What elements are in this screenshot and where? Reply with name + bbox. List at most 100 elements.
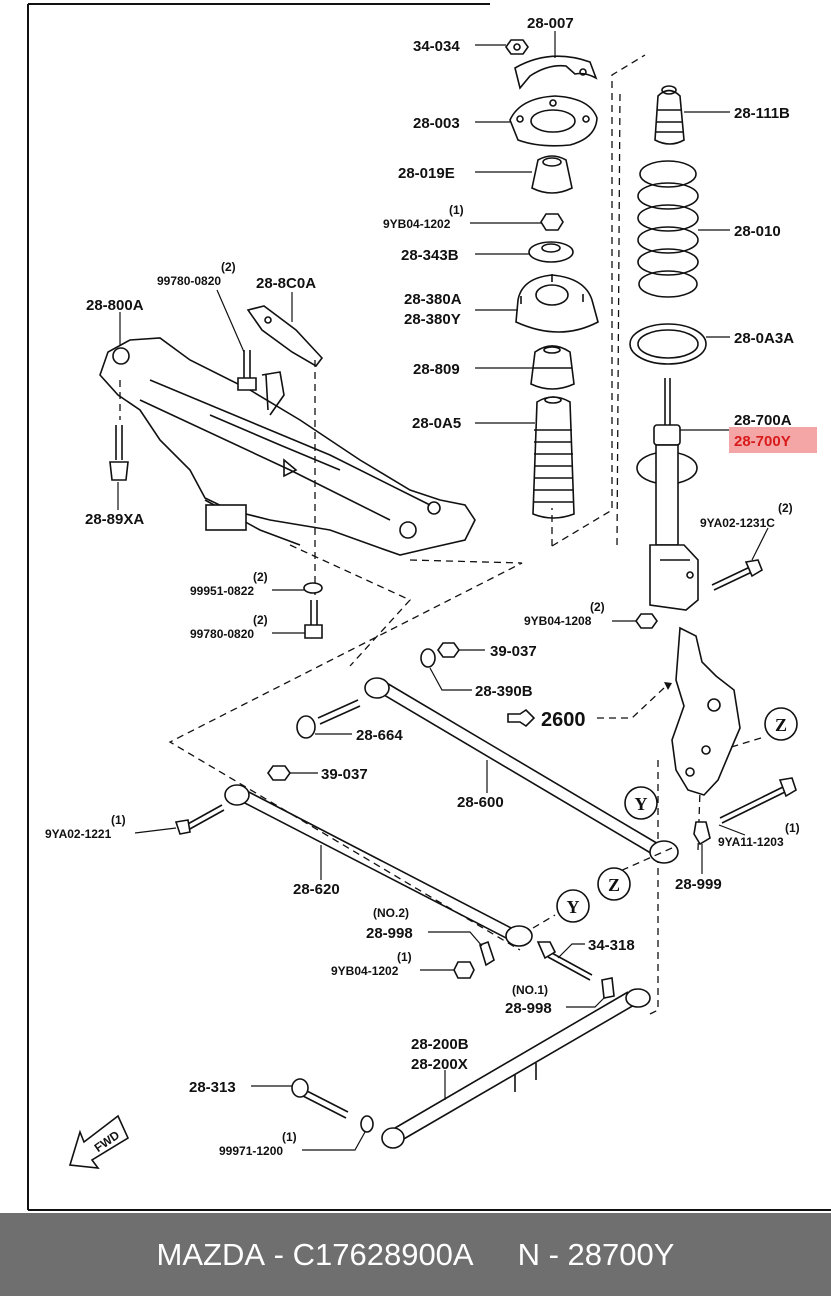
- link-28-600: [364, 677, 679, 864]
- bolt-28-89XA: [109, 425, 129, 481]
- dust-boot-28-0A5: [532, 396, 575, 519]
- footer-ref-prefix: N -: [517, 1236, 568, 1272]
- label-9YB04-1202-upper: 9YB04-1202: [383, 217, 451, 231]
- footer-separator: -: [265, 1236, 293, 1272]
- mount-28-380A: [515, 274, 599, 333]
- label-28-019E: 28-019E: [398, 165, 455, 182]
- label-9YB04-1208: 9YB04-1208: [524, 614, 592, 628]
- upper-mount-plate-28-007: [514, 55, 598, 90]
- qty-9YB04-1202-upper: (1): [449, 203, 464, 217]
- label-39-037-lower: 39-037: [321, 766, 368, 783]
- qty-9YA11-1203: (1): [785, 821, 800, 835]
- bolt-28-664: [296, 699, 361, 739]
- callout-y-lower: Y: [556, 889, 590, 923]
- plate-28-003: [509, 95, 598, 147]
- bolt-9YA02-1221: [174, 804, 225, 835]
- nut-39-037-upper: [437, 642, 460, 658]
- label-no2: (NO.2): [373, 906, 409, 920]
- label-99780-0820-bottom: 99780-0820: [190, 627, 254, 641]
- bushing-28-019E: [531, 155, 573, 194]
- label-28-8C0A: 28-8C0A: [256, 275, 316, 292]
- label-99780-0820-top: 99780-0820: [157, 274, 221, 288]
- label-28-111B: 28-111B: [734, 105, 790, 122]
- label-28-0A5: 28-0A5: [412, 415, 461, 432]
- label-28-600: 28-600: [457, 794, 504, 811]
- bolt-99780-0820-bottom: [304, 600, 323, 639]
- nut-9YB04-1202-upper: [540, 213, 564, 231]
- label-28-999: 28-999: [675, 876, 722, 893]
- washer-99971-1200: [360, 1115, 374, 1133]
- qty-99780-0820-top: (2): [221, 260, 236, 274]
- label-99971-1200: 99971-1200: [219, 1144, 283, 1158]
- bolt-34-318: [536, 941, 593, 981]
- bump-rubber-28-111B: [654, 85, 685, 145]
- label-9YB04-1202-lower: 9YB04-1202: [331, 964, 399, 978]
- fwd-arrow: FWD: [68, 1114, 130, 1169]
- circle-z-lower-label: Z: [608, 875, 620, 895]
- qty-99971-1200: (1): [282, 1130, 297, 1144]
- shock-absorber-28-700Y: [636, 378, 699, 611]
- label-28-380A: 28-380A: [404, 291, 462, 308]
- bushing-28-998-no2: [479, 940, 495, 967]
- callout-z-lower: Z: [597, 867, 631, 901]
- nut-9YB04-1202-lower: [453, 961, 475, 979]
- nut-34-034: [505, 39, 529, 55]
- bushing-28-390B: [420, 648, 436, 668]
- label-28-998-no1: 28-998: [505, 1000, 552, 1017]
- label-28-380Y: 28-380Y: [404, 311, 461, 328]
- qty-99780-0820-bottom: (2): [253, 613, 268, 627]
- label-2600: 2600: [541, 709, 586, 731]
- bushing-28-999: [693, 821, 711, 846]
- circle-y-upper-label: Y: [635, 794, 648, 814]
- highlight-28-700Y: [729, 427, 817, 453]
- bushing-28-998-no1: [601, 977, 615, 999]
- label-99951-0822: 99951-0822: [190, 584, 254, 598]
- qty-9YB04-1202-lower: (1): [397, 950, 412, 964]
- qty-9YA02-1221: (1): [111, 813, 126, 827]
- washer-99951-0822: [303, 582, 323, 594]
- label-9YA02-1231C: 9YA02-1231C: [700, 516, 775, 530]
- label-28-809: 28-809: [413, 361, 460, 378]
- label-28-010: 28-010: [734, 223, 781, 240]
- bracket-28-8C0A: [246, 305, 324, 368]
- nut-9YB04-1208: [635, 613, 658, 629]
- bolt-9YA11-1203: [719, 777, 797, 824]
- label-28-700Y-highlighted: 28-700Y: [734, 433, 791, 450]
- label-28-003: 28-003: [413, 115, 460, 132]
- label-28-664: 28-664: [356, 727, 403, 744]
- label-34-034: 34-034: [413, 38, 460, 55]
- label-28-998-no2: 28-998: [366, 925, 413, 942]
- qty-99951-0822: (2): [253, 570, 268, 584]
- bolt-99780-0820-top: [237, 350, 257, 391]
- label-34-318: 34-318: [588, 937, 635, 954]
- qty-9YA02-1231C: (2): [778, 501, 793, 515]
- circle-z-upper-label: Z: [775, 715, 787, 735]
- label-9YA02-1221: 9YA02-1221: [45, 827, 112, 841]
- label-28-200B: 28-200B: [411, 1036, 469, 1053]
- callout-z-upper: Z: [764, 707, 798, 741]
- label-28-313: 28-313: [189, 1079, 236, 1096]
- label-9YA11-1203: 9YA11-1203: [718, 835, 784, 849]
- label-no1: (NO.1): [512, 983, 548, 997]
- bump-stop-28-809: [530, 345, 575, 390]
- pipe-bracket: [261, 371, 285, 416]
- footer-brand: MAZDA: [156, 1236, 266, 1272]
- trailing-link-28-200B: [381, 988, 651, 1149]
- suspension-exploded-diagram: FWD Z Y Z Y: [27, 3, 831, 1211]
- bolt-28-313: [291, 1078, 349, 1119]
- bearing-28-343B: [528, 241, 574, 263]
- nut-39-037-lower: [267, 765, 291, 781]
- footer-ref: 28700Y: [567, 1236, 675, 1272]
- label-28-700A: 28-700A: [734, 412, 792, 429]
- circle-y-lower-label: Y: [567, 897, 580, 917]
- spring-seat-28-0A3A: [629, 323, 707, 365]
- arrow-2600: [507, 708, 536, 728]
- label-28-620: 28-620: [293, 881, 340, 898]
- crossmember-28-800A: [99, 337, 476, 556]
- label-39-037-upper: 39-037: [490, 643, 537, 660]
- label-28-89XA: 28-89XA: [85, 511, 144, 528]
- qty-9YB04-1208: (2): [590, 600, 605, 614]
- label-28-343B: 28-343B: [401, 247, 459, 264]
